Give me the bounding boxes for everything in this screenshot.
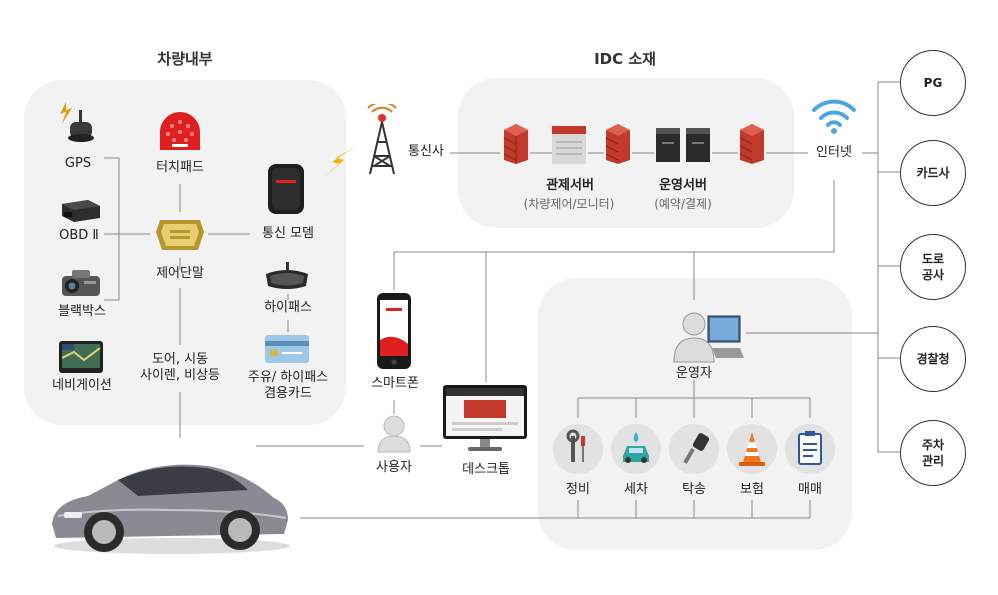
service-repair-button[interactable]	[553, 424, 603, 474]
service-insurance-button[interactable]	[727, 424, 777, 474]
vehicle-interior-title: 차량내부	[157, 50, 213, 68]
traffic-cone-icon	[739, 432, 765, 466]
fuel-card-label-line1: 주유/ 하이패스	[247, 370, 329, 385]
external-pg: PG	[900, 50, 966, 116]
car-key-icon	[683, 433, 710, 464]
control-server-icon	[552, 126, 586, 164]
carrier-tower-icon	[367, 104, 397, 175]
operator-label: 운영자	[676, 366, 712, 381]
navigation-label: 네비게이션	[52, 378, 112, 393]
obd-device-icon	[62, 200, 100, 222]
blackbox-camera-icon	[62, 270, 100, 296]
external-parking: 주차 관리	[900, 420, 966, 486]
comm-modem-label: 통신 모뎀	[262, 226, 314, 241]
service-wash-button[interactable]	[611, 424, 661, 474]
gps-label: GPS	[64, 156, 92, 171]
blackbox-label: 블랙박스	[58, 304, 106, 319]
smartphone-icon	[377, 293, 411, 369]
control-server-sub: (차량제어/모니터)	[523, 197, 615, 211]
service-label-repair: 정비	[566, 482, 590, 497]
fuel-card-label-line2: 겸용카드	[264, 386, 312, 401]
control-unit-label: 제어단말	[156, 266, 204, 281]
wrench-screwdriver-icon	[566, 429, 585, 462]
ops-server-label: 운영서버	[659, 178, 707, 193]
touchpad-label: 터치패드	[156, 160, 204, 175]
control-unit-icon	[156, 220, 204, 250]
smartphone-label: 스마트폰	[371, 376, 419, 391]
external-police: 경찰청	[900, 326, 966, 392]
gps-antenna-icon	[60, 102, 94, 142]
user-icon	[377, 415, 411, 453]
navigation-screen-icon	[59, 341, 103, 373]
service-label-wash: 세차	[624, 482, 648, 497]
ops-server-sub: (예약/결제)	[654, 197, 712, 211]
car-image	[52, 464, 290, 554]
lightning-icon	[320, 146, 356, 180]
internet-label: 인터넷	[816, 145, 852, 160]
user-label: 사용자	[376, 460, 412, 475]
external-road-corp: 도로 공사	[900, 234, 966, 300]
firewall-icon-2	[605, 124, 630, 164]
comm-modem-icon	[268, 164, 304, 214]
external-card-company: 카드사	[900, 140, 966, 206]
ops-server-icon	[656, 128, 710, 162]
service-label-trade: 매매	[798, 482, 822, 497]
car-wash-icon	[623, 432, 649, 463]
door-label-line1: 도어, 시동	[151, 352, 209, 367]
firewall-icon-3	[739, 124, 764, 164]
wifi-icon	[812, 99, 856, 134]
operator-icon	[673, 312, 744, 363]
desktop-label: 데스크톱	[462, 462, 510, 477]
touchpad-icon	[160, 112, 200, 150]
idc-title: IDC 소재	[594, 50, 656, 68]
clipboard-icon	[798, 431, 822, 465]
obd-label: OBD Ⅱ	[59, 228, 99, 243]
service-delivery-button[interactable]	[669, 424, 719, 474]
fuel-card-icon	[265, 335, 309, 363]
door-label-line2: 사이렌, 비상등	[139, 368, 221, 383]
hipass-label: 하이패스	[264, 300, 312, 315]
control-server-label: 관제서버	[546, 178, 594, 193]
firewall-icon-1	[503, 124, 528, 164]
carrier-label: 통신사	[408, 144, 444, 159]
service-label-delivery: 탁송	[682, 482, 706, 497]
service-trade-button[interactable]	[785, 424, 835, 474]
desktop-monitor-icon	[443, 385, 527, 451]
hipass-mirror-icon	[266, 262, 308, 289]
service-label-insurance: 보험	[740, 482, 764, 497]
